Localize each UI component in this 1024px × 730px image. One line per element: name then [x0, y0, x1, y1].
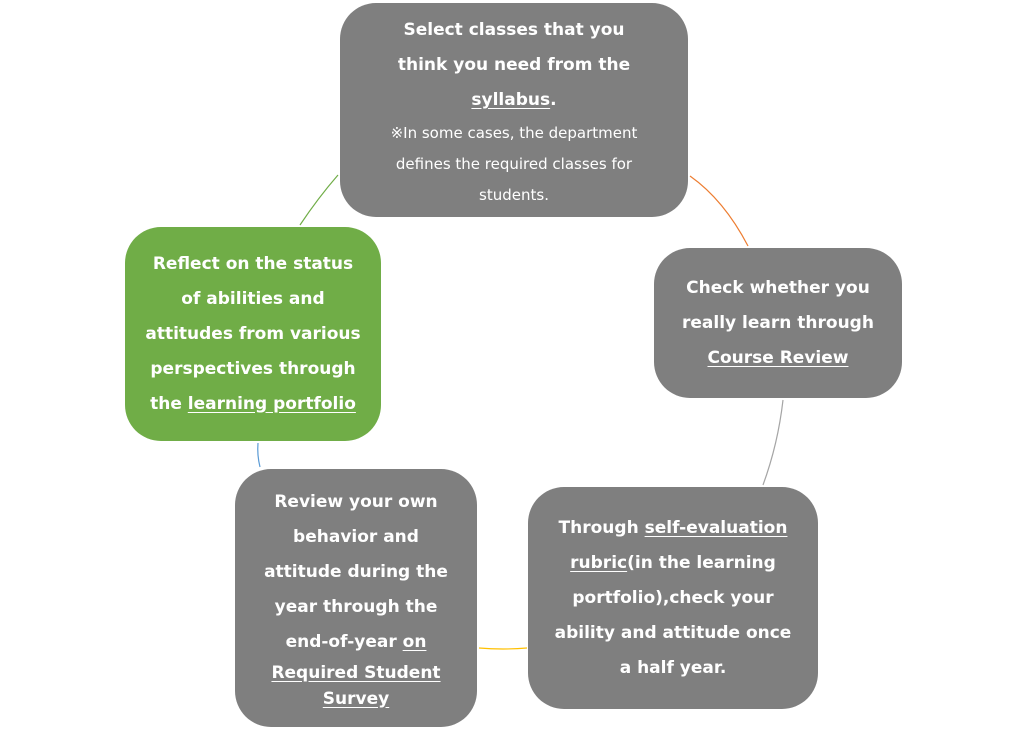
check-line-2: really learn through: [682, 312, 874, 333]
select-line-1: Select classes that you: [403, 20, 625, 40]
rubric-line-2: rubric(in the learning: [570, 546, 776, 581]
review-line-7: Survey: [323, 686, 389, 712]
check-line-3: Course Review: [708, 341, 849, 376]
reflect-line-5-prefix: the: [150, 393, 188, 414]
connector-check-to-rubric: [762, 399, 784, 486]
review-line-2: behavior and: [293, 526, 419, 547]
self-evaluation-link[interactable]: self-evaluation: [644, 517, 788, 538]
connector-rubric-to-review: [478, 647, 528, 650]
survey-link-part-3[interactable]: Survey: [322, 688, 390, 709]
select-note-3: students.: [479, 186, 549, 204]
node-student-survey: Review your own behavior and attitude du…: [235, 469, 477, 727]
review-line-5: end-of-year on: [286, 625, 427, 660]
course-review-link[interactable]: Course Review: [707, 347, 849, 368]
check-line-1: Check whether you: [686, 277, 870, 298]
review-line-6: Required Student: [271, 660, 440, 686]
select-line-2: think you need from the: [397, 55, 631, 75]
review-line-5-prefix: end-of-year: [285, 631, 403, 652]
rubric-link[interactable]: rubric: [570, 552, 628, 573]
syllabus-link[interactable]: syllabus: [471, 90, 551, 110]
review-line-1: Review your own: [274, 491, 438, 512]
review-line-4: year through the: [274, 596, 438, 617]
reflect-line-1: Reflect on the status: [152, 253, 354, 274]
node-self-evaluation-rubric: Through self-evaluation rubric(in the le…: [528, 487, 818, 709]
connector-reflect-to-select: [299, 174, 339, 226]
survey-link-part-2[interactable]: Required Student: [271, 662, 441, 683]
rubric-line-3: portfolio),check your: [572, 587, 774, 608]
survey-link-part-1[interactable]: on: [402, 631, 427, 652]
select-line-3: syllabus.: [471, 83, 556, 118]
rubric-line-5: a half year.: [619, 657, 727, 678]
reflect-line-3: attitudes from various: [145, 323, 361, 344]
connector-review-to-reflect: [257, 442, 261, 468]
node-learning-portfolio: Reflect on the status of abilities and a…: [125, 227, 381, 441]
learning-portfolio-link[interactable]: learning portfolio: [187, 393, 356, 414]
node-course-review: Check whether you really learn through C…: [654, 248, 902, 398]
select-note-2: defines the required classes for: [395, 155, 633, 173]
rubric-line-1: Through self-evaluation: [559, 511, 788, 546]
rubric-prefix: Through: [558, 517, 645, 538]
reflect-line-4: perspectives through: [150, 358, 356, 379]
review-line-3: attitude during the: [264, 561, 448, 582]
select-note-1: ※In some cases, the department: [390, 124, 638, 142]
reflect-line-5: the learning portfolio: [150, 387, 356, 422]
rubric-line-4: ability and attitude once: [554, 622, 792, 643]
rubric-line-2-suffix: (in the learning: [627, 552, 776, 573]
reflect-line-2: of abilities and: [181, 288, 325, 309]
node-select-classes: Select classes that you think you need f…: [340, 3, 688, 217]
select-period: .: [550, 90, 557, 110]
connector-select-to-check: [689, 175, 749, 247]
